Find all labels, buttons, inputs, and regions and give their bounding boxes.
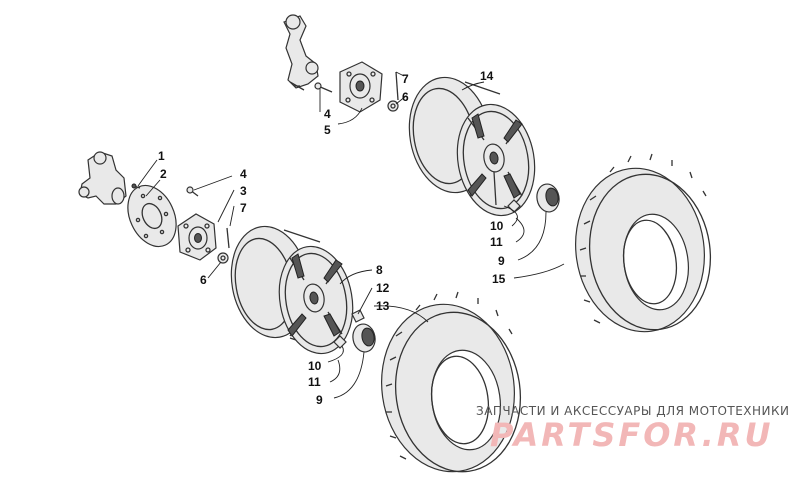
callout-7-upper: 7 [402, 72, 409, 86]
callout-15: 15 [492, 272, 506, 286]
watermark-logo: PARTSFOR.RU [490, 416, 774, 454]
callout-12: 12 [376, 281, 390, 295]
callout-9-lower: 9 [316, 393, 323, 407]
upper-steering-knuckle [283, 14, 319, 91]
callout-9-upper: 9 [498, 254, 505, 268]
callout-labels: 1 2 4 3 7 6 7 6 4 5 14 8 12 13 10 11 9 1… [158, 69, 506, 407]
lower-cotter-pin [226, 227, 230, 249]
upper-wheel-stud [314, 82, 333, 93]
lower-valve-stem [333, 335, 347, 349]
callout-3: 3 [240, 184, 247, 198]
brake-disc-bolt [131, 183, 141, 189]
callout-13: 13 [376, 299, 390, 313]
upper-hub [339, 61, 383, 113]
lower-wheel-stud [186, 186, 199, 197]
lower-wheel-rim [230, 225, 354, 355]
upper-cotter-pin [395, 71, 399, 101]
callout-2: 2 [160, 167, 167, 181]
upper-lug-nut [387, 100, 399, 112]
lower-valve-cap [351, 309, 365, 323]
callout-6-lower: 6 [200, 273, 207, 287]
callout-1: 1 [158, 149, 165, 163]
leader-lines [137, 71, 565, 399]
lower-hub [177, 213, 217, 261]
callout-11-upper: 11 [490, 235, 503, 249]
callout-10-upper: 10 [490, 219, 504, 233]
callout-7-lower: 7 [240, 201, 247, 215]
callout-4-lower: 4 [240, 167, 247, 181]
callout-5: 5 [324, 123, 331, 137]
upper-wheel-rim [408, 76, 536, 217]
callout-6-upper: 6 [402, 90, 409, 104]
lower-steering-knuckle [78, 151, 127, 205]
callout-8: 8 [376, 263, 383, 277]
watermark-caption: ЗАПЧАСТИ И АКСЕССУАРЫ ДЛЯ МОТОТЕХНИКИ [476, 404, 790, 418]
callout-10-lower: 10 [308, 359, 322, 373]
upper-center-cap [536, 183, 560, 213]
lower-center-cap [352, 323, 376, 353]
lower-tire [381, 291, 522, 473]
callout-4-upper: 4 [324, 107, 331, 121]
callout-11-lower: 11 [308, 375, 321, 389]
upper-tire [575, 153, 712, 333]
lower-lug-nut [217, 252, 229, 264]
callout-14: 14 [480, 69, 494, 83]
